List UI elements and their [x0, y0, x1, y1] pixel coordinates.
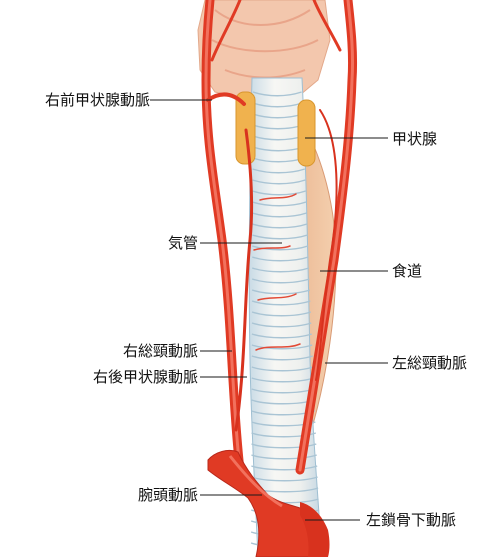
- label-right-common-carotid: 右総頸動脈: [60, 342, 198, 360]
- label-esophagus: 食道: [392, 262, 422, 280]
- label-left-common-carotid: 左総頸動脈: [392, 354, 467, 372]
- label-left-subclavian-artery: 左鎖骨下動脈: [366, 511, 456, 529]
- thyroid-left-lobe: [298, 100, 315, 166]
- label-trachea: 気管: [120, 234, 198, 252]
- label-right-anterior-thyroid-artery: 右前甲状腺動脈: [4, 91, 150, 109]
- label-thyroid-gland: 甲状腺: [392, 130, 437, 148]
- label-right-posterior-thyroid-artery: 右後甲状腺動脈: [40, 368, 198, 386]
- label-brachiocephalic-artery: 腕頭動脈: [80, 486, 198, 504]
